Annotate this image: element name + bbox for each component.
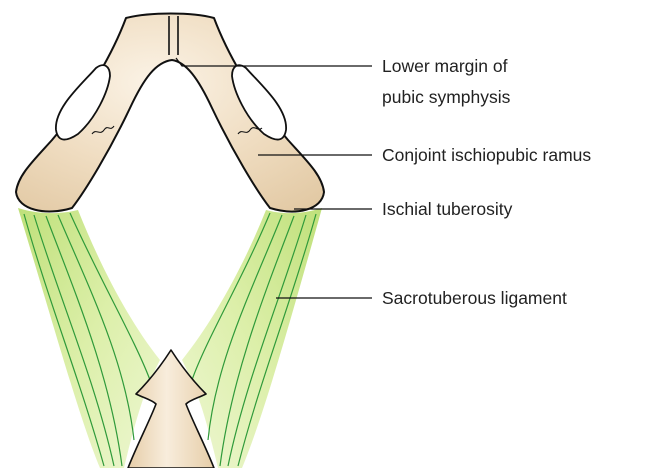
label-lower-margin-line2: pubic symphysis [382,87,511,107]
sacrotuberous-ligament-right [182,208,322,468]
label-lower-margin-line1: Lower margin of [382,56,508,76]
label-ischial-tuberosity: Ischial tuberosity [382,199,513,219]
label-sacrotuberous-ligament: Sacrotuberous ligament [382,288,567,308]
pubic-arch-bone [16,14,324,212]
label-conjoint-ramus: Conjoint ischiopubic ramus [382,145,591,165]
sacrotuberous-ligament-left [18,208,160,468]
